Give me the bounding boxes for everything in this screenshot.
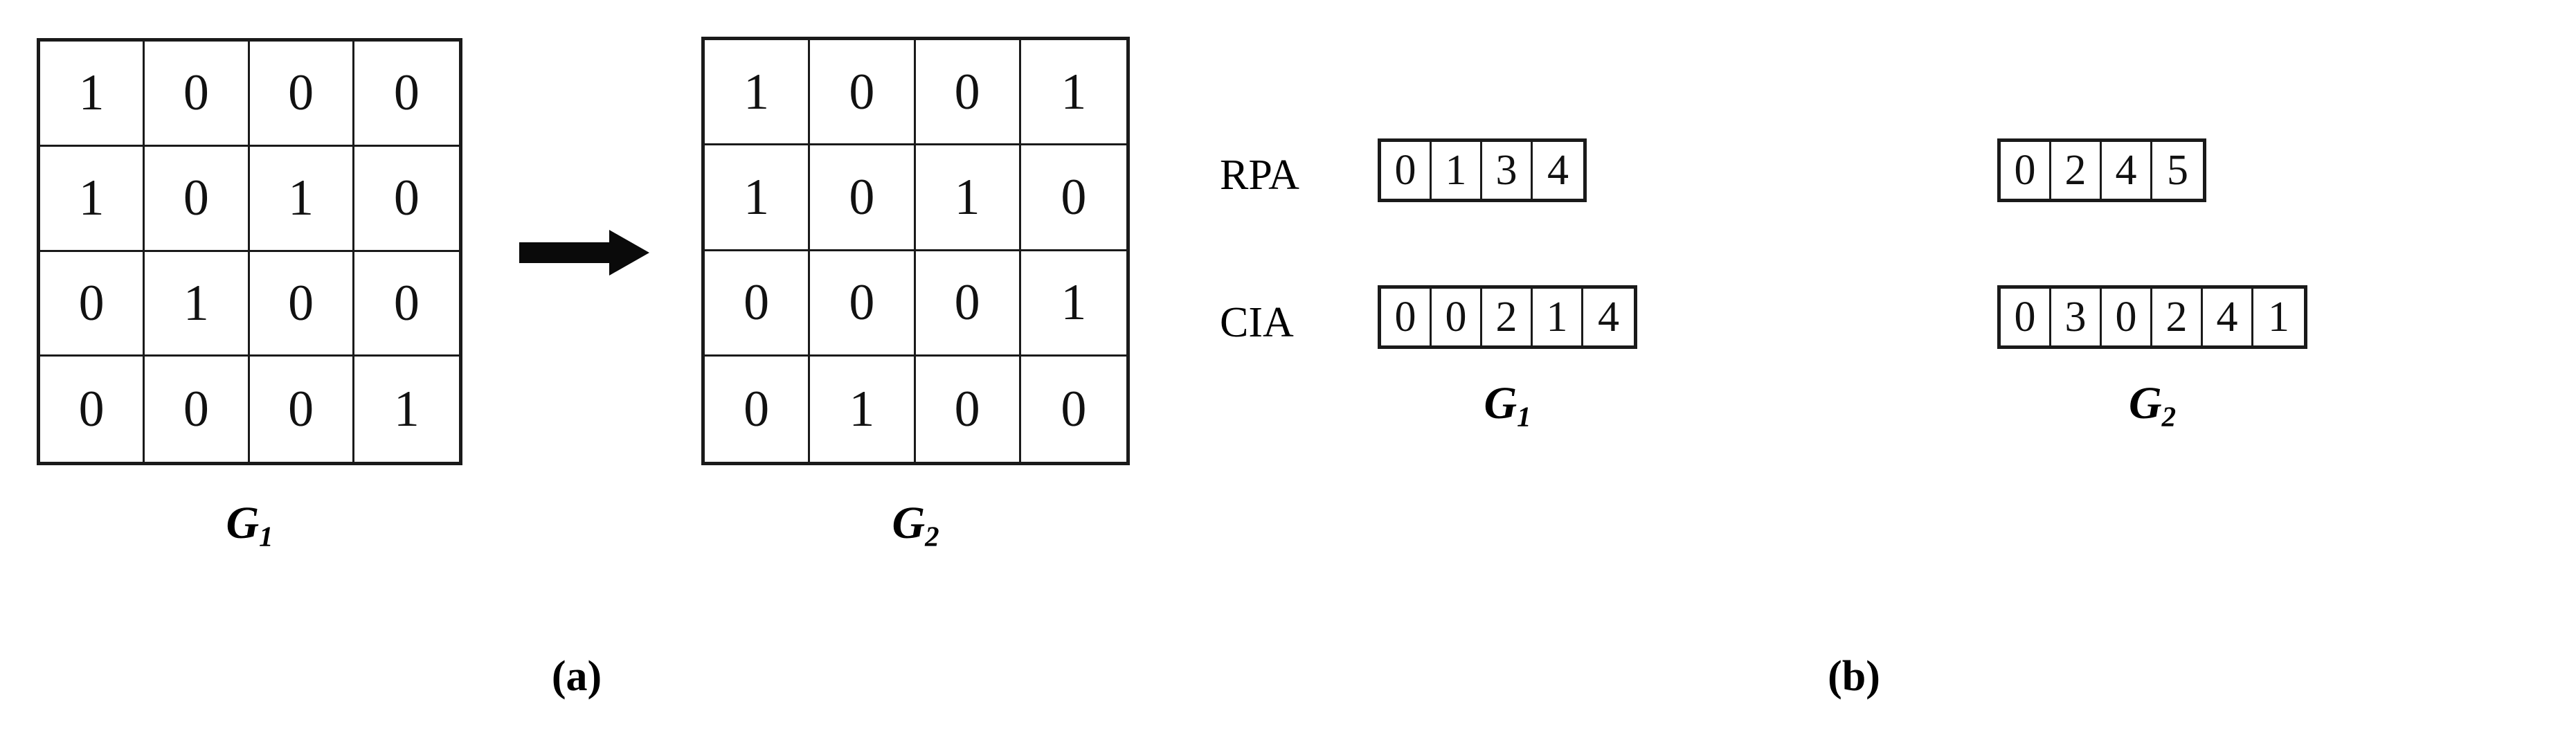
matrix-g2-caption: G2: [701, 497, 1130, 552]
matrix-g1-cell-3-0: 0: [40, 357, 145, 462]
matrix-g2-cell-2-2: 0: [915, 251, 1021, 357]
matrix-g1-cell-1-3: 0: [354, 147, 459, 252]
matrix-g1-cell-2-1: 1: [145, 251, 250, 357]
array-rpa-g1-cell-2: 3: [1482, 142, 1533, 199]
array-rpa-g1-cell-0: 0: [1381, 142, 1432, 199]
matrix-g2-cell-3-0: 0: [705, 356, 811, 462]
group-g1-caption-base: G: [1484, 378, 1517, 429]
matrix-g1-cell-0-2: 0: [249, 42, 354, 147]
array-rpa-g2-cell-3: 5: [2167, 147, 2188, 194]
array-rpa-g1-cell-3: 4: [1547, 147, 1569, 194]
matrix-g2-cell-2-3: 1: [1020, 251, 1126, 357]
matrix-g2-cell-2-0: 0: [705, 251, 811, 357]
transform-arrow: [519, 228, 651, 277]
array-cia-g1-cell-4: 4: [1598, 294, 1619, 341]
array-rpa-g1-cell-1: 1: [1432, 142, 1482, 199]
array-cia-g1-cell-1: 0: [1432, 289, 1482, 345]
array-rpa-g2-cell-1: 2: [2051, 142, 2102, 199]
right-arrow-icon: [519, 230, 649, 276]
group-g2-caption-subscript: 2: [2161, 401, 2177, 433]
matrix-g2-caption-subscript: 2: [925, 521, 939, 552]
matrix-g1-cell-2-0: 0: [40, 251, 145, 357]
matrix-g1-cell-1-0: 1: [40, 146, 145, 252]
matrix-g1-cell-0-0: 1: [40, 42, 145, 147]
matrix-g2-cell-1-3: 0: [1020, 145, 1126, 251]
matrix-g2-caption-base: G: [892, 498, 926, 548]
group-g1-caption-subscript: 1: [1517, 401, 1531, 433]
matrix-g1-caption: G1: [37, 497, 462, 552]
matrix-g2-cell-3-1: 1: [810, 356, 916, 462]
array-cia-g2-cell-5: 1: [2268, 294, 2289, 341]
matrix-g2-cell-1-1: 0: [810, 145, 916, 251]
array-cia-g1-cell-2: 2: [1482, 289, 1533, 345]
matrix-g2-cell-0-2: 0: [915, 40, 1021, 146]
matrix-g1-cell-3-1: 0: [145, 357, 250, 462]
panel-a-caption: (a): [551, 653, 602, 700]
group-g2-caption: G2: [1997, 377, 2307, 433]
matrix-g1-cell-0-1: 0: [145, 42, 250, 147]
matrix-g1-cell-1-2: 1: [249, 146, 354, 252]
array-cia-g1-cell-0: 0: [1381, 289, 1432, 345]
matrix-g1-cell-1-1: 0: [145, 146, 250, 252]
matrix-g1-cell-3-3: 1: [393, 381, 420, 438]
rpa-row-label-g1: RPA: [1220, 152, 1299, 199]
matrix-g2-cell-1-2: 1: [915, 145, 1021, 251]
array-cia-g2-cell-1: 3: [2051, 289, 2102, 345]
matrix-g1-cell-3-2: 0: [250, 357, 354, 462]
matrix-g2-cell-0-0: 1: [705, 40, 811, 146]
matrix-g1-cell-2-2: 0: [249, 251, 354, 357]
matrix-g2-cell-0-1: 0: [810, 40, 916, 146]
array-cia-g2-cell-4: 4: [2203, 289, 2253, 345]
matrix-g1-caption-subscript: 1: [259, 521, 273, 552]
group-g1-caption: G1: [1378, 377, 1637, 433]
matrix-g2-cell-3-3: 0: [1061, 380, 1087, 438]
matrix-g2-cell-2-1: 0: [810, 251, 916, 357]
array-cia-g2-cell-2: 0: [2102, 289, 2152, 345]
array-rpa-g2-cell-2: 4: [2102, 142, 2152, 199]
array-cia-g2-cell-0: 0: [2001, 289, 2051, 345]
array-cia-g1-cell-3: 1: [1533, 289, 1583, 345]
matrix-g2-cell-1-0: 1: [705, 145, 811, 251]
matrix-g1-caption-base: G: [226, 498, 260, 548]
array-rpa-g2-cell-0: 0: [2001, 142, 2051, 199]
matrix-g1-cell-2-3: 0: [354, 252, 459, 357]
panel-b-caption: (b): [1828, 653, 1880, 700]
matrix-g2-cell-3-2: 0: [916, 356, 1021, 462]
cia-row-label-g1: CIA: [1220, 299, 1294, 346]
matrix-g2-cell-0-3: 1: [1020, 40, 1126, 146]
matrix-g1-cell-0-3: 0: [354, 42, 459, 147]
array-cia-g2-cell-3: 2: [2152, 289, 2203, 345]
group-g2-caption-base: G: [2128, 378, 2162, 429]
